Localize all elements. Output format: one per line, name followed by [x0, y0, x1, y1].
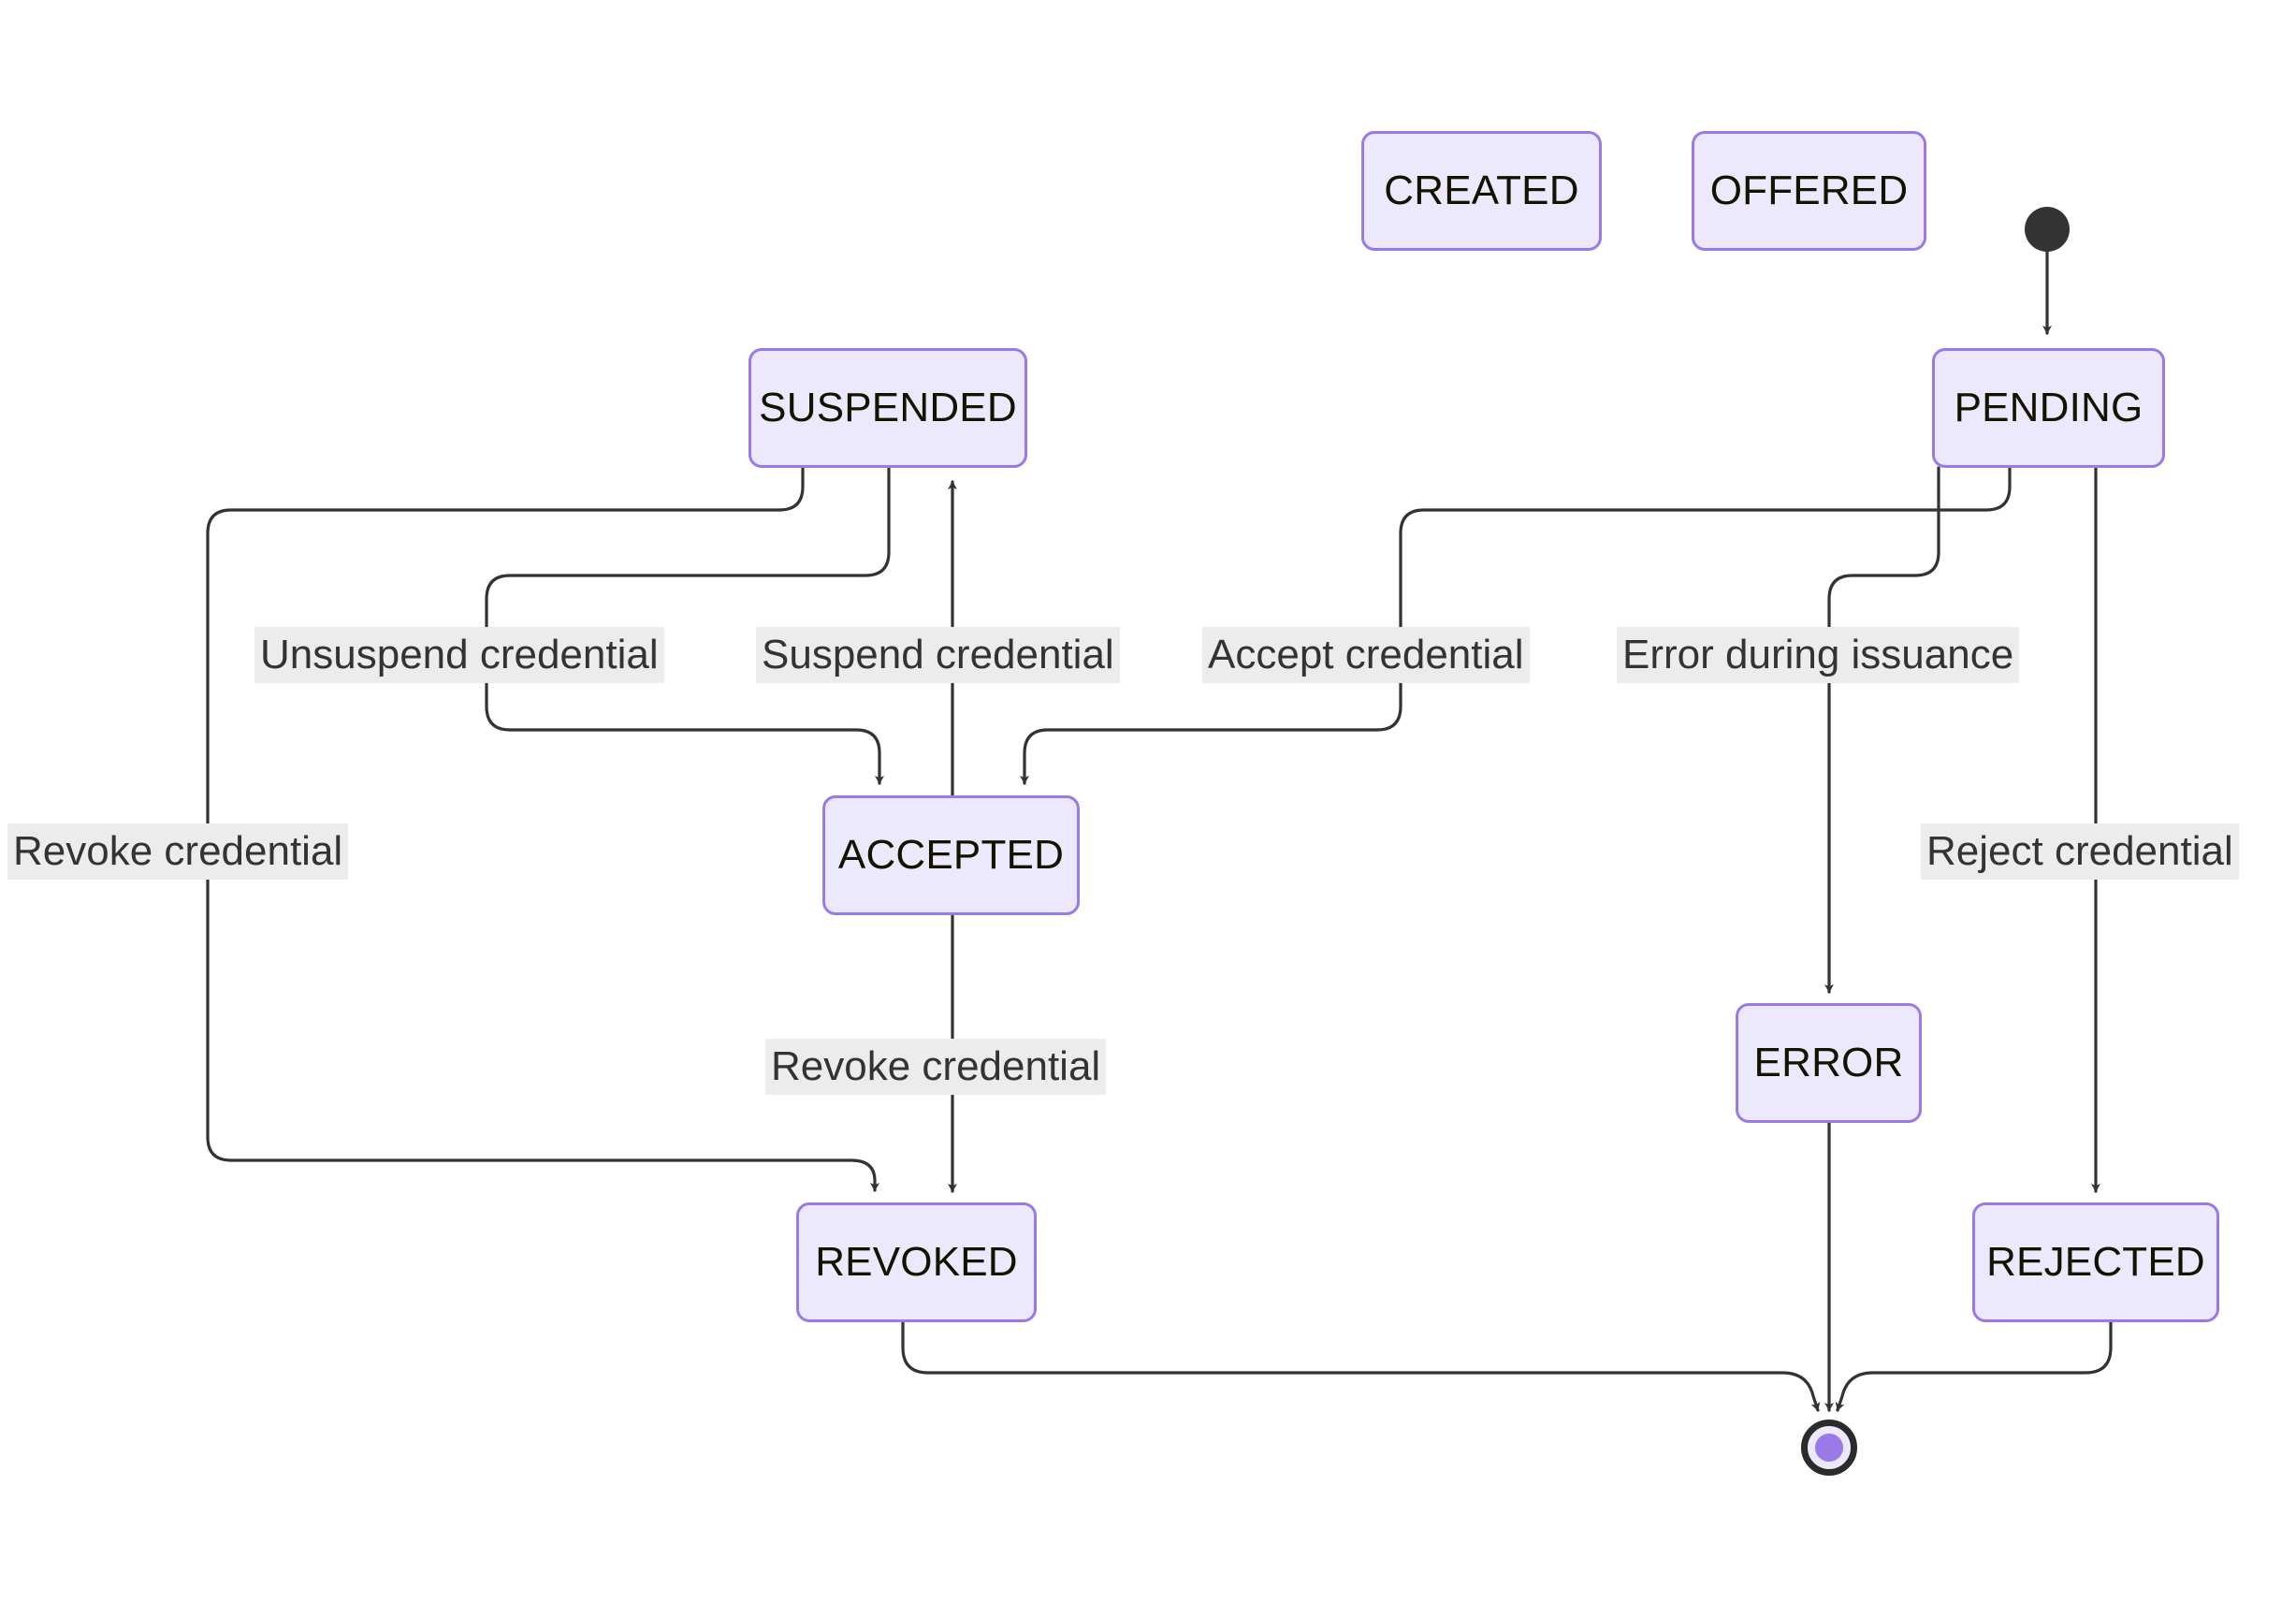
state-label-suspended: SUSPENDED	[759, 385, 1017, 430]
state-node-offered[interactable]: OFFERED	[1692, 131, 1926, 251]
state-node-suspended[interactable]: SUSPENDED	[748, 348, 1027, 468]
edge-label-suspend-credential: Suspend credential	[756, 627, 1120, 683]
edge-revoked-to-final	[901, 1320, 1821, 1412]
state-node-accepted[interactable]: ACCEPTED	[822, 795, 1080, 915]
state-label-offered: OFFERED	[1709, 167, 1909, 213]
edge-label-unsuspend-credential: Unsuspend credential	[254, 627, 664, 683]
edge-label-revoke-credential-accepted: Revoke credential	[765, 1039, 1107, 1095]
state-label-rejected: REJECTED	[1986, 1239, 2205, 1285]
initial-state-marker	[2025, 207, 2070, 252]
edge-label-accept-credential: Accept credential	[1202, 627, 1530, 683]
final-state-inner-dot	[1815, 1434, 1843, 1462]
edge-rejected-to-final	[1835, 1320, 2113, 1412]
edge-pending-to-accepted	[1020, 466, 2012, 785]
state-label-error: ERROR	[1753, 1040, 1904, 1085]
state-node-created[interactable]: CREATED	[1361, 131, 1602, 251]
edge-suspended-to-accepted	[485, 466, 891, 785]
final-state-marker	[1801, 1420, 1857, 1476]
state-label-created: CREATED	[1384, 167, 1579, 213]
state-node-error[interactable]: ERROR	[1736, 1003, 1922, 1123]
state-label-accepted: ACCEPTED	[837, 832, 1065, 878]
state-node-rejected[interactable]: REJECTED	[1972, 1202, 2219, 1322]
state-label-pending: PENDING	[1954, 385, 2143, 430]
edge-pending-to-error	[1824, 466, 1940, 994]
state-label-revoked: REVOKED	[815, 1239, 1018, 1285]
state-node-pending[interactable]: PENDING	[1932, 348, 2165, 468]
edge-label-error-during-issuance: Error during issuance	[1617, 627, 2020, 683]
edge-label-revoke-credential-suspended: Revoke credential	[7, 823, 349, 880]
state-node-revoked[interactable]: REVOKED	[796, 1202, 1037, 1322]
edge-label-reject-credential: Reject credential	[1921, 823, 2239, 880]
